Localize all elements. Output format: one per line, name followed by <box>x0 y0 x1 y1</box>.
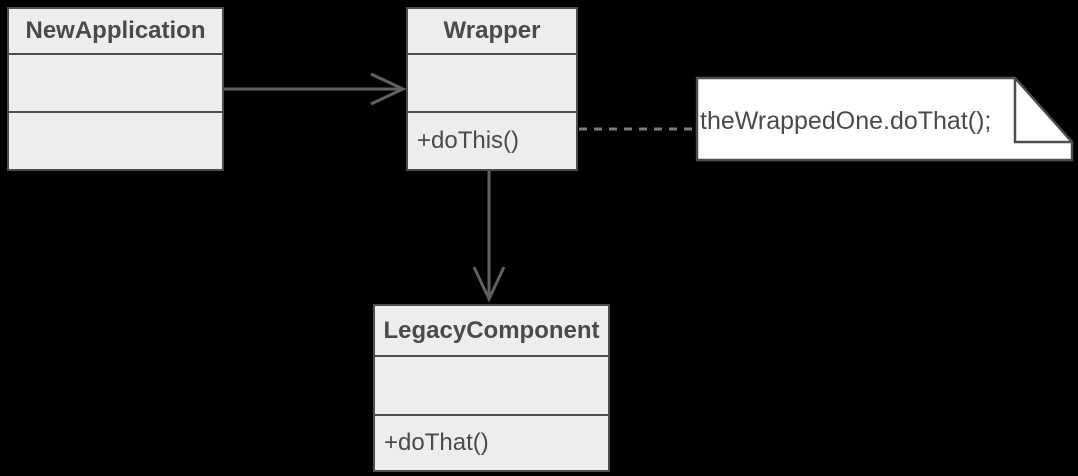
edge-wrapper-to-legacycomponent <box>472 171 506 303</box>
class-name: NewApplication <box>9 9 222 55</box>
uml-note-shape[interactable] <box>695 76 1074 162</box>
methods-compartment: +doThat() <box>384 429 489 456</box>
open-arrowhead-icon <box>472 266 506 303</box>
note-fold-corner-icon <box>1013 79 1071 144</box>
open-arrowhead-icon <box>370 72 407 106</box>
class-name: LegacyComponent <box>375 306 608 357</box>
note-body <box>695 76 1074 162</box>
methods-compartment: +doThis() <box>417 127 520 154</box>
attributes-compartment <box>375 357 608 416</box>
note-text: theWrappedOne.doThat(); <box>700 107 992 135</box>
class-box-wrapper[interactable]: Wrapper +doThis() <box>406 7 578 171</box>
attributes-compartment <box>408 55 576 113</box>
edge-newapplication-to-wrapper <box>224 72 407 106</box>
methods-compartment <box>9 113 222 169</box>
attributes-compartment <box>9 55 222 113</box>
class-box-legacycomponent[interactable]: LegacyComponent +doThat() <box>373 304 610 472</box>
class-box-newapplication[interactable]: NewApplication <box>7 7 224 171</box>
class-name: Wrapper <box>408 9 576 55</box>
